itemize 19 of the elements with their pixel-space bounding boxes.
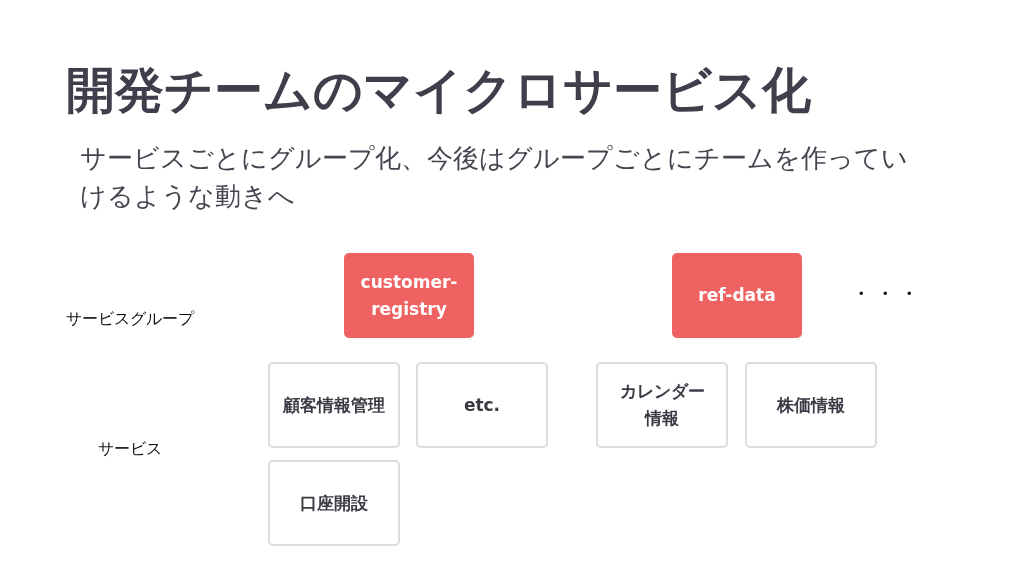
node-label: etc. [462, 393, 502, 417]
title: 開発チームのマイクロサービス化 [66, 62, 811, 121]
node-label: カレンダー情報 [618, 380, 706, 430]
service-box [416, 362, 548, 448]
node-label: 顧客情報管理 [282, 393, 386, 417]
node-label: 口座開設 [299, 491, 369, 515]
row-label: サービス [98, 439, 162, 460]
service-box [268, 460, 400, 546]
node-label: 株価情報 [775, 393, 846, 417]
row-label: サービスグループ [66, 309, 194, 330]
service-box [745, 362, 877, 448]
group-box [344, 253, 474, 338]
ellipsis-text: ・・・ [850, 280, 922, 308]
caption: サービスごとにグループ化、今後はグループごとにチームを作っていけるような動きへ [80, 142, 909, 213]
node-label: customer-registry [359, 270, 459, 321]
group-box [672, 253, 802, 338]
node-label: ref-data [697, 284, 777, 307]
service-box [268, 362, 400, 448]
service-box [596, 362, 728, 448]
